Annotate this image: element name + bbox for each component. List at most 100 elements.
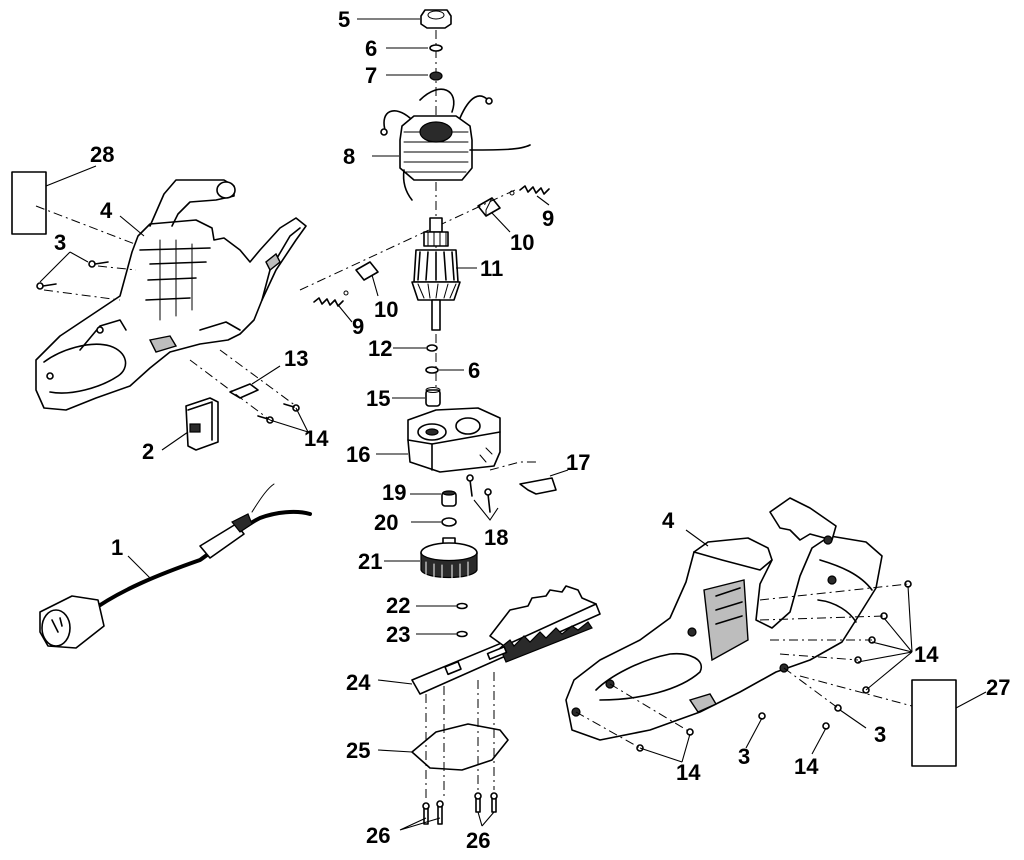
part-17-clip <box>519 477 557 495</box>
part-2-switch <box>185 397 219 451</box>
leader-10a <box>491 212 511 233</box>
callout-1: 1 <box>111 535 123 560</box>
part-11-armature <box>411 217 461 331</box>
part-10-brush-right <box>477 197 501 217</box>
callout-14: 14 <box>676 760 701 785</box>
callout-24: 24 <box>346 670 371 695</box>
screw-axis-lines <box>425 672 495 800</box>
callout-3: 3 <box>874 722 886 747</box>
callout-10: 10 <box>374 297 398 322</box>
part-18-screws <box>466 474 492 513</box>
part-1-power-cord <box>39 483 312 649</box>
callout-23: 23 <box>386 622 410 647</box>
leader-1 <box>127 555 151 579</box>
leader-26a <box>399 817 441 831</box>
callout-25: 25 <box>346 738 370 763</box>
callout-6: 6 <box>365 36 377 61</box>
part-7-lockwasher <box>429 71 443 81</box>
part-14-screws-left <box>257 403 300 424</box>
callout-3: 3 <box>738 744 750 769</box>
part-16-gear-housing <box>407 407 501 473</box>
callout-4: 4 <box>662 508 675 533</box>
part-9-spring-right <box>509 185 550 196</box>
callout-22: 22 <box>386 593 410 618</box>
label-axis-right <box>799 675 913 707</box>
leader-25 <box>377 749 413 753</box>
leader-24 <box>377 679 413 685</box>
leader-14c <box>639 733 691 763</box>
callout-8: 8 <box>343 144 355 169</box>
callout-28: 28 <box>90 142 114 167</box>
part-26-screws <box>422 792 498 825</box>
callout-9: 9 <box>352 314 364 339</box>
leader-13 <box>251 365 281 385</box>
callout-9: 9 <box>542 206 554 231</box>
callout-20: 20 <box>374 510 398 535</box>
part-3-screws-left <box>36 260 109 290</box>
callout-17: 17 <box>566 450 590 475</box>
callout-11: 11 <box>480 256 503 281</box>
callout-27: 27 <box>986 675 1010 700</box>
callout-14: 14 <box>794 754 819 779</box>
callout-21: 21 <box>358 549 382 574</box>
leader-14a <box>269 407 309 433</box>
part-6-washer <box>429 44 443 52</box>
part-28-label <box>11 171 47 235</box>
callout-5: 5 <box>338 7 350 32</box>
callout-16: 16 <box>346 442 370 467</box>
leader-26b <box>477 811 495 827</box>
part-25-cover-plate <box>411 723 509 771</box>
callout-13: 13 <box>284 346 308 371</box>
callout-18: 18 <box>484 525 508 550</box>
part-14-screws-lower <box>636 722 830 752</box>
callout-14: 14 <box>304 426 329 451</box>
part-12-washer <box>426 344 438 352</box>
part-21-gear <box>420 537 478 580</box>
part-23-washer <box>456 630 468 638</box>
brush-axis-line <box>299 189 516 291</box>
label-axis-left <box>35 205 141 247</box>
leader-2 <box>161 431 189 451</box>
callout-10: 10 <box>510 230 534 255</box>
clip-axis-line <box>489 461 540 471</box>
screw-axis-lower <box>575 667 839 749</box>
callout-26: 26 <box>366 823 390 848</box>
part-22-washer <box>456 602 468 610</box>
leader-3a <box>39 251 89 283</box>
leader-18 <box>473 499 499 521</box>
part-4-right-housing <box>565 497 883 741</box>
leader-9a <box>536 195 550 206</box>
leader-3c <box>839 709 867 729</box>
callout-6: 6 <box>468 358 480 383</box>
leader-4a <box>119 215 145 237</box>
callout-26: 26 <box>466 828 490 853</box>
part-8-field-stator <box>380 88 531 201</box>
part-10-brush-left <box>355 261 379 281</box>
leader-10b <box>371 274 379 297</box>
part-20-washer <box>441 517 457 527</box>
callout-7: 7 <box>365 63 377 88</box>
screw-axis-14-right <box>759 583 909 661</box>
part-3-screws-right <box>758 704 842 720</box>
screw-axis-left <box>43 265 137 301</box>
leader-28 <box>45 165 97 187</box>
leader-4b <box>685 529 709 547</box>
part-15-bearing <box>425 387 441 407</box>
part-24-blade-assembly <box>411 585 601 695</box>
callout-4: 4 <box>100 198 113 223</box>
callout-15: 15 <box>366 386 390 411</box>
part-13-bracket <box>229 383 259 399</box>
part-4-left-housing <box>35 179 307 411</box>
callout-19: 19 <box>382 480 406 505</box>
leader-27 <box>955 691 987 709</box>
part-6-washer-lower <box>425 366 439 374</box>
leader-14d <box>811 727 827 755</box>
callout-2: 2 <box>142 439 154 464</box>
callout-12: 12 <box>368 336 392 361</box>
leader-17 <box>549 469 569 477</box>
leader-3b <box>745 717 763 749</box>
screw-axis-14-left <box>189 349 297 421</box>
part-9-spring-left <box>313 290 349 307</box>
